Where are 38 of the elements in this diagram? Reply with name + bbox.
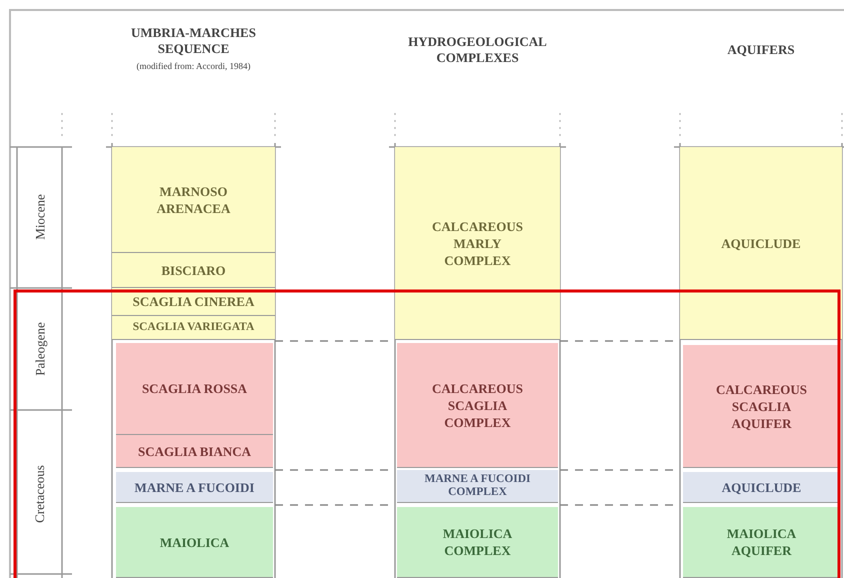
- layer-block: [116, 343, 273, 435]
- layer-block: [683, 472, 840, 503]
- layer-name: MAIOLICA AQUIFER: [726, 525, 798, 559]
- layer-block: [116, 472, 273, 503]
- layer-name: MARNOSO ARENACEA: [156, 182, 232, 216]
- layer-name: MARNE A FUCOIDI: [134, 478, 254, 496]
- column-heading: HYDROGEOLOGICAL COMPLEXES: [407, 34, 548, 66]
- epoch-label: Paleogene: [32, 322, 48, 376]
- epoch-label: Miocene: [32, 194, 48, 240]
- layer-name: SCAGLIA ROSSA: [142, 380, 248, 397]
- layer-name: BISCIARO: [161, 262, 226, 278]
- layer-block: [680, 147, 842, 340]
- layer-block: [397, 470, 558, 503]
- layer-name: AQUICLUDE: [722, 478, 802, 496]
- source-note: (modified from: Accordi, 1984): [136, 60, 252, 72]
- layer-name: SCAGLIA BIANCA: [138, 442, 252, 460]
- layer-block: [116, 507, 273, 578]
- layer-block: [683, 507, 840, 578]
- column-heading: AQUIFERS: [726, 42, 796, 58]
- layer-block: [683, 345, 840, 468]
- epoch-label: Cretaceous: [32, 465, 48, 523]
- layer-name: CALCAREOUS SCAGLIA COMPLEX: [430, 380, 524, 430]
- layer-name: CALCAREOUS SCAGLIA AQUIFER: [714, 380, 808, 432]
- layer-name: MAIOLICA COMPLEX: [442, 525, 514, 559]
- layer-name: AQUICLUDE: [721, 234, 801, 252]
- layer-block: [112, 253, 275, 288]
- layer-name: CALCAREOUS MARLY COMPLEX: [430, 218, 524, 268]
- layer-block: [112, 316, 275, 340]
- layer-name: SCAGLIA VARIEGATA: [132, 321, 254, 334]
- layer-block: [395, 147, 560, 340]
- layer-block: [397, 343, 558, 468]
- layer-name: MAIOLICA: [160, 534, 230, 550]
- layer-block: [397, 507, 558, 578]
- layer-name: MARNE A FUCOIDI COMPLEX: [423, 473, 532, 499]
- column-heading: UMBRIA-MARCHES SEQUENCE: [130, 25, 257, 57]
- layer-block: [116, 435, 273, 468]
- layer-name: SCAGLIA CINEREA: [132, 293, 254, 310]
- layer-block: [112, 147, 275, 253]
